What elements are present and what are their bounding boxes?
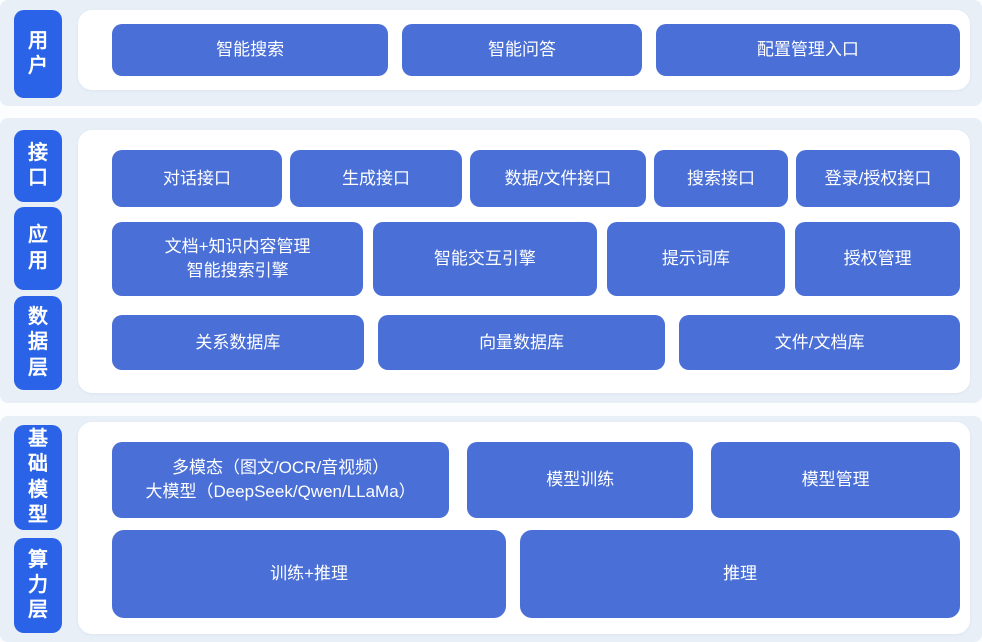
layer-label-user: 用户 [14, 10, 62, 98]
box-vector-db: 向量数据库 [377, 315, 666, 370]
row-data: 关系数据库 向量数据库 文件/文档库 [112, 315, 960, 370]
layer-group-bottom: 基础模型 算力层 多模态（图文/OCR/音视频） 大模型（DeepSeek/Qw… [0, 416, 982, 642]
row-interface: 对话接口 生成接口 数据/文件接口 搜索接口 登录/授权接口 [112, 150, 960, 207]
layer-label-application-text: 应用 [28, 224, 48, 272]
panel-middle: 对话接口 生成接口 数据/文件接口 搜索接口 登录/授权接口 文档+知识内容管理… [78, 130, 970, 393]
row-user: 智能搜索 智能问答 配置管理入口 [112, 24, 961, 76]
box-interaction-engine: 智能交互引擎 [373, 222, 597, 296]
box-model-management: 模型管理 [711, 442, 960, 518]
box-inference: 推理 [520, 530, 960, 618]
box-doc-knowledge-search-engine: 文档+知识内容管理 智能搜索引擎 [112, 222, 364, 296]
layer-label-foundation-model: 基础模型 [14, 425, 62, 530]
layer-label-user-text: 用户 [28, 29, 48, 77]
layer-label-interface-text: 接口 [28, 141, 48, 189]
box-multimodal-llm: 多模态（图文/OCR/音视频） 大模型（DeepSeek/Qwen/LLaMa） [112, 442, 450, 518]
box-model-training: 模型训练 [467, 442, 694, 518]
box-generation-api: 生成接口 [290, 150, 462, 207]
panel-bottom: 多模态（图文/OCR/音视频） 大模型（DeepSeek/Qwen/LLaMa）… [78, 422, 970, 634]
layer-label-compute-text: 算力层 [28, 548, 48, 622]
box-smart-qa: 智能问答 [402, 24, 642, 76]
box-smart-search: 智能搜索 [112, 24, 389, 76]
row-application: 文档+知识内容管理 智能搜索引擎 智能交互引擎 提示词库 授权管理 [112, 222, 960, 296]
box-training-plus-inference: 训练+推理 [112, 530, 507, 618]
layer-group-middle: 接口 应用 数据层 对话接口 生成接口 数据/文件接口 搜索接口 登录/授权接口… [0, 118, 982, 403]
box-dialog-api: 对话接口 [112, 150, 282, 207]
box-search-api: 搜索接口 [654, 150, 788, 207]
layer-label-data: 数据层 [14, 296, 62, 390]
box-login-auth-api: 登录/授权接口 [796, 150, 960, 207]
row-compute: 训练+推理 推理 [112, 530, 960, 618]
box-prompt-library: 提示词库 [606, 222, 786, 296]
layer-label-compute: 算力层 [14, 538, 62, 633]
layer-label-application: 应用 [14, 207, 62, 290]
box-file-document-store: 文件/文档库 [679, 315, 960, 370]
layer-label-interface: 接口 [14, 130, 62, 202]
box-relational-db: 关系数据库 [112, 315, 364, 370]
layer-group-user: 用户 智能搜索 智能问答 配置管理入口 [0, 0, 982, 106]
layer-label-data-text: 数据层 [28, 306, 48, 379]
row-foundation-model: 多模态（图文/OCR/音视频） 大模型（DeepSeek/Qwen/LLaMa）… [112, 442, 960, 518]
layer-label-foundation-model-text: 基础模型 [28, 428, 48, 526]
panel-user: 智能搜索 智能问答 配置管理入口 [78, 10, 970, 90]
box-config-management-entry: 配置管理入口 [655, 24, 961, 76]
box-data-file-api: 数据/文件接口 [470, 150, 646, 207]
box-authorization-management: 授权管理 [795, 222, 960, 296]
